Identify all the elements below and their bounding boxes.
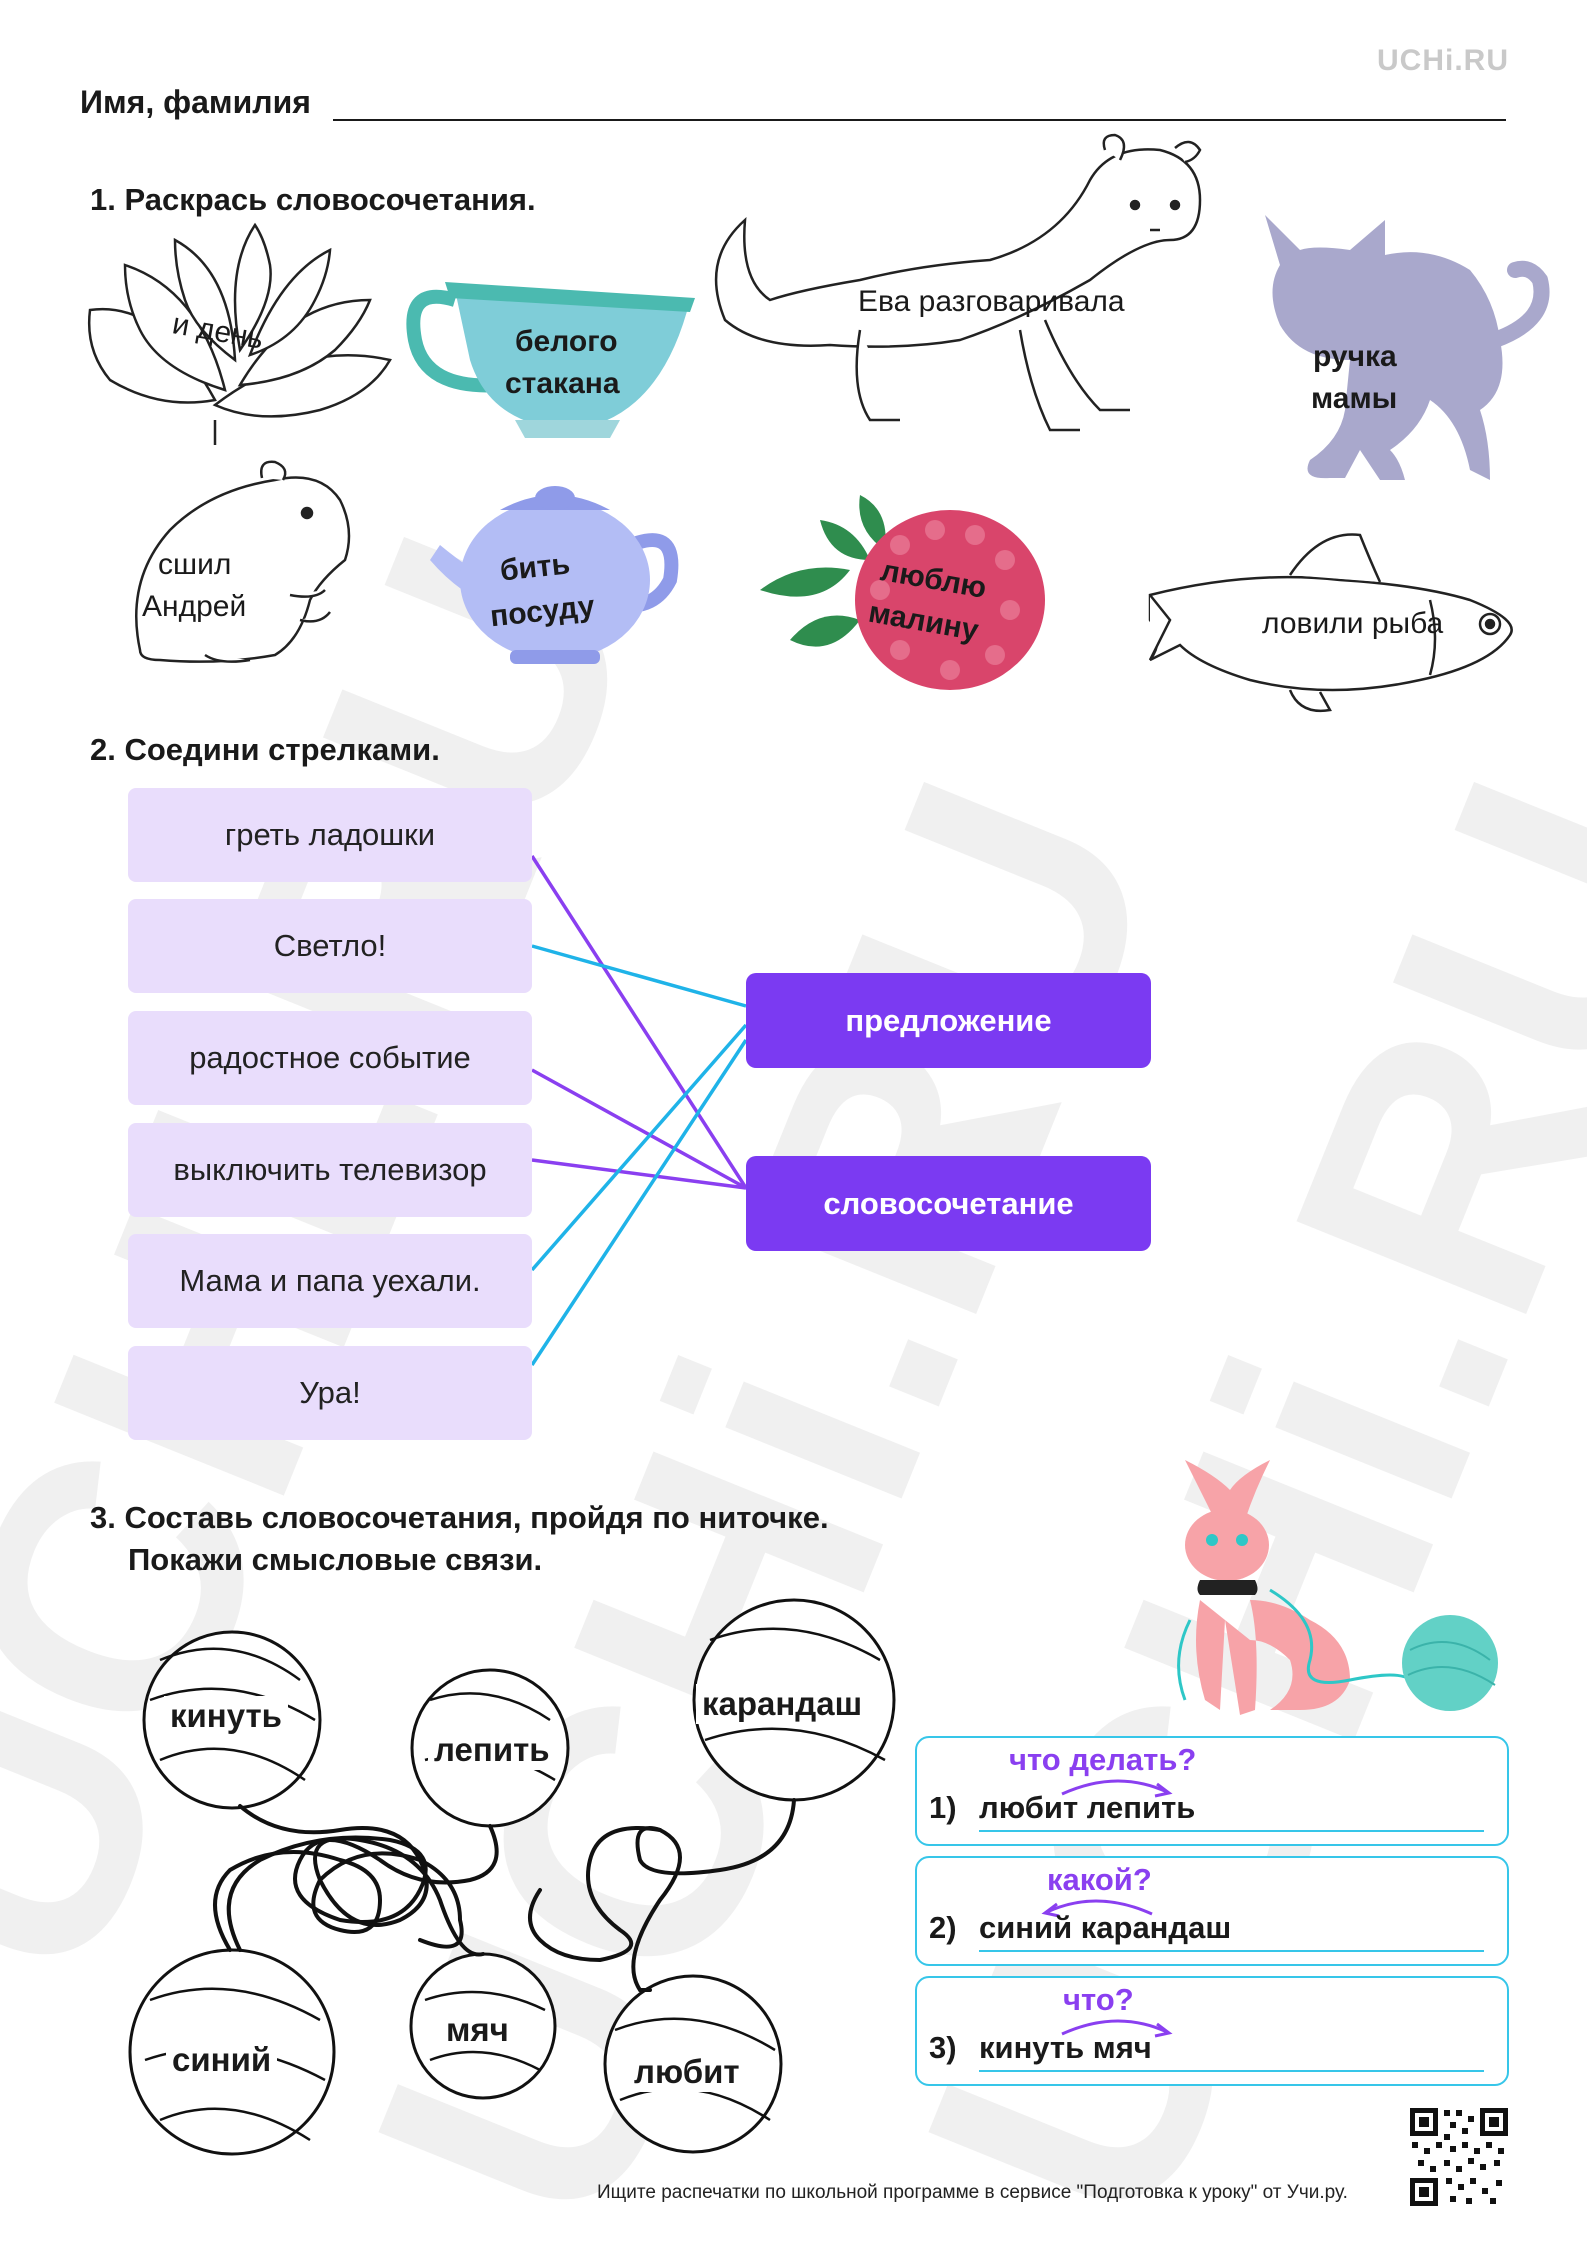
task3-title: 3. Составь словосочетания, пройдя по нит…	[90, 1500, 829, 1535]
answer-number: 1)	[929, 1790, 957, 1825]
task1-pictures	[88, 133, 1550, 713]
answer-row-2[interactable]: какой? 2) синий карандаш	[915, 1856, 1509, 1966]
uchi-logo: UCHi.RU	[1377, 44, 1509, 77]
phrase-card[interactable]: Светло!	[128, 899, 532, 993]
ferret-icon	[714, 133, 1202, 432]
answer-phrase: синий карандаш	[979, 1910, 1232, 1945]
cat-icon	[1265, 215, 1550, 480]
question-label: что?	[1063, 1982, 1134, 2017]
footer-text: Ищите распечатки по школьной программе в…	[597, 2182, 1348, 2203]
qr-code-icon[interactable]	[1410, 2108, 1508, 2206]
phrase-card[interactable]: выключить телевизор	[128, 1123, 532, 1217]
picture-label: Ева разговаривала	[858, 285, 1125, 318]
task3-subtitle: Покажи смысловые связи.	[128, 1542, 543, 1577]
answer-row-3[interactable]: что? 3) кинуть мяч	[915, 1976, 1509, 2086]
answer-line	[979, 1830, 1484, 1832]
arrow-icon	[1061, 1779, 1173, 1798]
arrow-icon	[1061, 2019, 1173, 2038]
picture-label: белого	[515, 325, 618, 358]
yarn-label: карандаш	[696, 1684, 869, 1724]
name-label: Имя, фамилия	[80, 84, 311, 120]
picture-label: мамы	[1311, 382, 1398, 415]
picture-label: стакана	[505, 367, 620, 400]
category-sentence[interactable]: предложение	[746, 973, 1151, 1068]
picture-label: ловили рыба	[1262, 607, 1444, 640]
answer-phrase: любит лепить	[979, 1790, 1196, 1825]
hamster-icon	[135, 460, 351, 663]
connector-lines	[530, 855, 748, 1366]
phrase-card[interactable]: греть ладошки	[128, 788, 532, 882]
raspberry-icon	[760, 495, 1045, 690]
yarn-label: лепить	[428, 1730, 556, 1770]
yarn-label: кинуть	[164, 1696, 288, 1736]
yarn-label: любит	[628, 2052, 746, 2092]
sphynx-cat-icon	[1177, 1460, 1498, 1715]
phrase-card[interactable]: радостное событие	[128, 1011, 532, 1105]
answer-row-1[interactable]: что делать? 1) любит лепить	[915, 1736, 1509, 1846]
task2-title: 2. Соедини стрелками.	[90, 732, 440, 767]
yarn-label: синий	[166, 2040, 278, 2080]
yarn-label: мяч	[440, 2010, 515, 2050]
answer-line	[979, 1950, 1484, 1952]
picture-label: ручка	[1313, 340, 1397, 373]
answer-number: 2)	[929, 1910, 957, 1945]
answer-phrase: кинуть мяч	[979, 2030, 1152, 2065]
name-input-line[interactable]	[333, 119, 1506, 121]
phrase-card[interactable]: Ура!	[128, 1346, 532, 1440]
phrase-card[interactable]: Мама и папа уехали.	[128, 1234, 532, 1328]
lotus-icon	[88, 222, 392, 445]
teacup-icon	[406, 282, 695, 438]
question-label: какой?	[1047, 1862, 1152, 1897]
picture-label: сшил	[158, 548, 232, 581]
answer-number: 3)	[929, 2030, 957, 2065]
picture-label: Андрей	[142, 590, 247, 623]
fish-icon	[1148, 533, 1513, 713]
teapot-icon	[430, 486, 679, 664]
arrow-icon	[1041, 1899, 1153, 1918]
question-label: что делать?	[1009, 1742, 1197, 1777]
category-phrase[interactable]: словосочетание	[746, 1156, 1151, 1251]
task1-title: 1. Раскрась словосочетания.	[90, 182, 536, 217]
answer-line	[979, 2070, 1484, 2072]
